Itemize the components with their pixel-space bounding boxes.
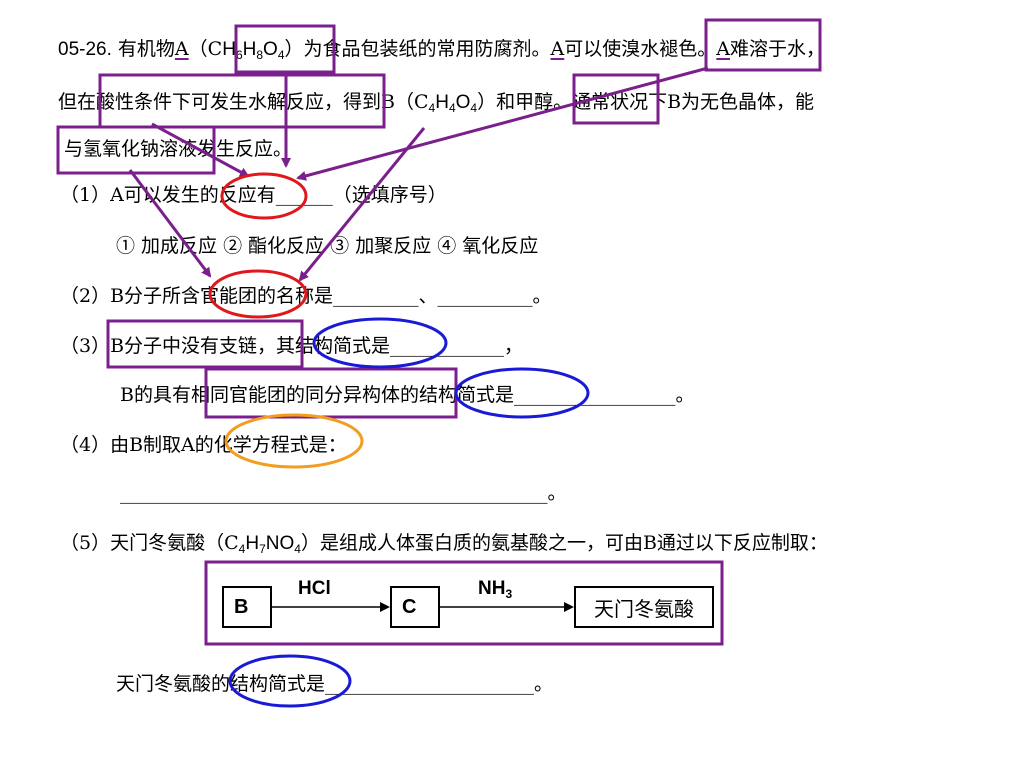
reagent-nh3: NH3 bbox=[478, 578, 513, 601]
question-1-options: ① 加成反应 ② 酯化反应 ③ 加聚反应 ④ 氧化反应 bbox=[116, 235, 539, 257]
question-5-end: 天门冬氨酸的结构简式是______________________。 bbox=[116, 673, 554, 695]
intro-line-1: 05-26. 有机物A（CH6HH8O4）为食品包装纸的常用防腐剂。A可以使溴水… bbox=[58, 38, 826, 62]
reagent-hcl: HCl bbox=[298, 578, 331, 599]
reactant-b-box: B bbox=[222, 586, 272, 628]
question-4: （4）由B制取A的化学方程式是： bbox=[60, 434, 347, 456]
intro-line-2: 但在酸性条件下可发生水解反应，得到B（C4H4O4）和甲醇。通常状况下B为无色晶… bbox=[58, 91, 815, 115]
question-3: （3）B分子中没有支链，其结构简式是____________， bbox=[60, 335, 524, 357]
question-4-blank: ________________________________________… bbox=[120, 482, 567, 504]
question-number: 05-26. bbox=[58, 39, 112, 60]
annotation-arrow bbox=[296, 66, 709, 181]
question-2: （2）B分子所含官能团的名称是_________、__________。 bbox=[60, 285, 552, 307]
intro-line-3: 与氢氧化钠溶液发生反应。 bbox=[64, 138, 293, 160]
intermediate-c-box: C bbox=[390, 586, 440, 628]
question-1: （1）A可以发生的反应有______（选填序号） bbox=[60, 184, 447, 206]
question-5: （5）天门冬氨酸（C4H7NO4）是组成人体蛋白质的氨基酸之一，可由B通过以下反… bbox=[60, 532, 828, 556]
compound-a: A bbox=[174, 38, 189, 60]
question-3b: B的具有相同官能团的同分异构体的结构简式是_________________。 bbox=[120, 384, 695, 406]
formula-a: （CH6HH8O4） bbox=[188, 38, 304, 62]
product-box: 天门冬氨酸 bbox=[574, 586, 714, 628]
